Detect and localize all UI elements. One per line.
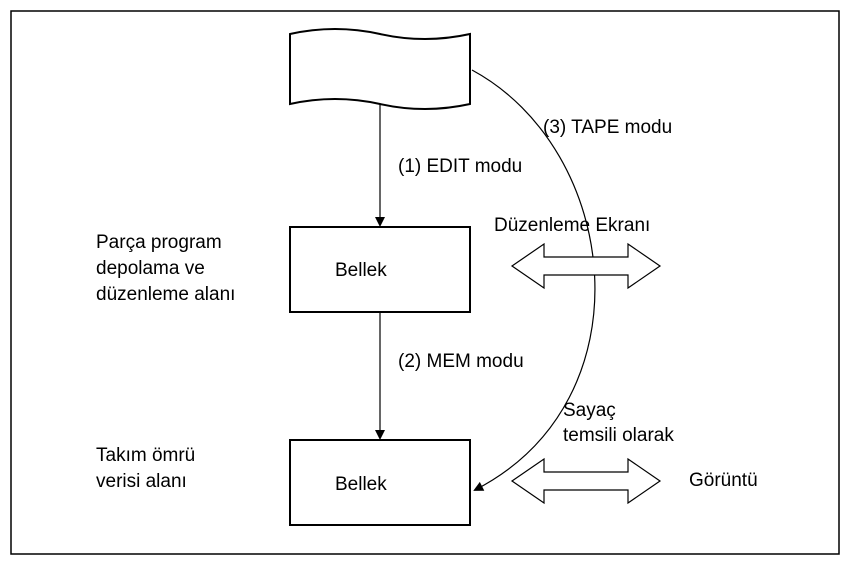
- edit-mode-label: (1) EDIT modu: [398, 156, 522, 177]
- edit-screen-double-arrow: [510, 242, 662, 290]
- edit-screen-label: Düzenleme Ekranı: [494, 215, 650, 236]
- outer-frame: [10, 10, 840, 555]
- counter-label: Sayaç temsili olarak: [563, 400, 674, 446]
- memory-box-2: [289, 439, 471, 526]
- mem-mode-label: (2) MEM modu: [398, 351, 524, 372]
- memory-box-1: [289, 226, 471, 313]
- tape-icon: [289, 28, 471, 110]
- tape-mode-arrow: [471, 69, 596, 491]
- memory-box-2-label: Bellek: [335, 474, 387, 495]
- display-double-arrow: [510, 457, 662, 505]
- display-label: Görüntü: [689, 470, 758, 491]
- memory-box-1-label: Bellek: [335, 260, 387, 281]
- storage-area-label: Parça program depolama ve düzenleme alan…: [96, 232, 235, 305]
- tape-mode-label: (3) TAPE modu: [543, 117, 672, 138]
- tool-life-label: Takım ömrü verisi alanı: [96, 445, 201, 492]
